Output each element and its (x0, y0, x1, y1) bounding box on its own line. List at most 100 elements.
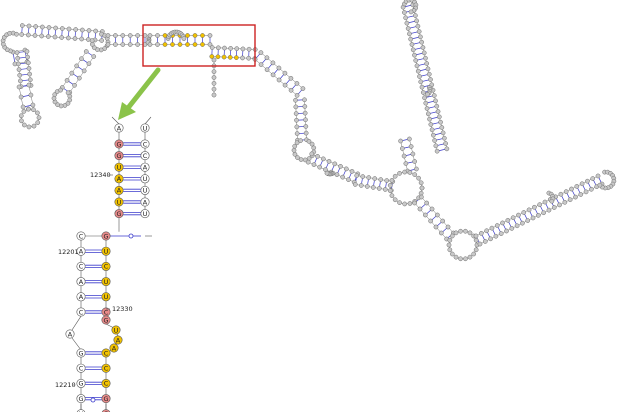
nucleotide (292, 143, 298, 149)
nucleotide (400, 146, 405, 151)
nucleotide-letter: C (104, 308, 109, 316)
nucleotide (293, 97, 298, 103)
nucleotide-a (114, 123, 124, 133)
nucleotide (45, 34, 51, 39)
nucleotide (569, 186, 574, 192)
arrow-head (118, 102, 136, 120)
nucleotide (215, 54, 221, 60)
nucleotide (18, 94, 24, 100)
nucleotide (414, 63, 420, 69)
nucleotide (293, 104, 299, 110)
nucleotide (211, 69, 217, 75)
nucleotide-letter: C (79, 308, 84, 316)
nucleotide-letter: A (68, 330, 73, 338)
nucleotide-letter: U (143, 210, 148, 218)
nucleotide (414, 166, 419, 172)
nucleotide (200, 33, 205, 38)
nucleotide-letter: U (143, 124, 148, 132)
nucleotide (302, 110, 308, 116)
nucleotide (537, 202, 543, 208)
nucleotide (53, 25, 59, 31)
nucleotide (424, 61, 430, 66)
nucleotide (86, 28, 92, 33)
nucleotide (458, 256, 463, 262)
nucleotide (510, 215, 516, 221)
nucleotide (270, 60, 276, 66)
nucleotide (209, 45, 215, 50)
nucleotide (298, 138, 303, 143)
nucleotide (177, 42, 183, 47)
nucleotide-letter: A (117, 187, 122, 195)
nucleotide (59, 35, 65, 40)
nucleotide-letter: G (116, 140, 121, 148)
nucleotide-letter: C (104, 349, 109, 357)
nucleotide (33, 24, 39, 29)
nucleotide (392, 173, 398, 179)
nucleotide (505, 217, 511, 223)
nucleotide (16, 61, 21, 67)
nucleotide (429, 127, 435, 133)
nucleotide (443, 141, 448, 146)
nucleotide-a (76, 246, 86, 256)
nucleotide (530, 215, 536, 221)
nucleotide (542, 199, 548, 205)
nucleotide (444, 146, 450, 152)
nucleotide (408, 36, 414, 42)
nucleotide (36, 115, 42, 121)
nucleotide-c (76, 307, 86, 317)
nucleotide (303, 130, 309, 136)
nucleotide (258, 62, 264, 67)
zoom-pairs (85, 142, 141, 403)
nucleotide (135, 33, 140, 38)
nucleotide (574, 184, 580, 189)
nucleotide (428, 77, 433, 82)
nucleotide (86, 61, 92, 67)
nucleotide (155, 42, 160, 47)
nucleotide (433, 224, 439, 230)
zoom-arrow (118, 67, 161, 120)
nucleotide (473, 247, 479, 253)
nucleotide (541, 210, 546, 216)
nucleotide (521, 210, 527, 215)
nucleotide (65, 35, 71, 41)
position-label-12340: 12340 (90, 171, 111, 179)
nucleotide-g (101, 231, 111, 241)
nucleotide-g (101, 394, 111, 404)
nucleotide (298, 157, 304, 162)
nucleotide (216, 45, 221, 51)
nucleotide (414, 18, 419, 24)
nucleotide (424, 106, 430, 111)
nucleotide-letter: G (78, 349, 83, 357)
nucleotide (425, 91, 430, 97)
position-label-12210: 12210 (55, 381, 76, 389)
nucleotide (234, 46, 240, 51)
nucleotide (35, 110, 40, 116)
nucleotide (404, 20, 410, 26)
nucleotide (525, 218, 531, 223)
nucleotide-letter: U (104, 293, 109, 301)
nucleotide (477, 241, 483, 247)
nucleotide-letter: U (104, 278, 109, 286)
nucleotide-u (76, 409, 86, 412)
nucleotide (546, 207, 552, 213)
nucleotide (294, 131, 300, 136)
nucleotide (18, 113, 24, 119)
wobble-pair (90, 397, 96, 403)
nucleotide (127, 33, 133, 38)
nucleotide (583, 189, 589, 195)
nucleotide-letter: G (78, 380, 83, 388)
nucleotide (334, 172, 340, 177)
nucleotide (222, 45, 227, 51)
nucleotide (514, 223, 520, 229)
nucleotide (573, 194, 578, 200)
nucleotide (69, 70, 75, 76)
nucleotide-a (140, 162, 150, 172)
nucleotide (432, 138, 437, 143)
nucleotide (39, 24, 45, 30)
nucleotide (447, 237, 453, 243)
nucleotide (428, 218, 433, 224)
nucleotide (89, 38, 95, 43)
nucleotide (405, 26, 411, 31)
